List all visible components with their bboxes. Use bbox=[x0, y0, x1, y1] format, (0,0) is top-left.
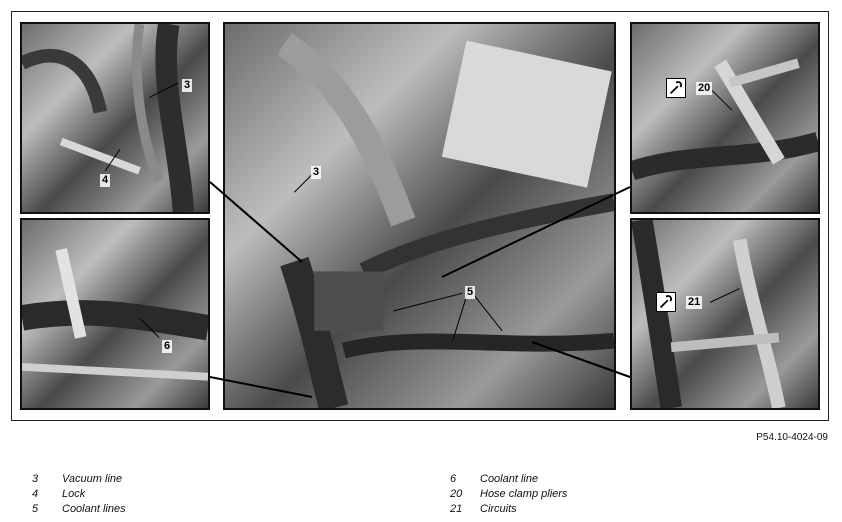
callout-4: 4 bbox=[100, 174, 111, 187]
legend-number: 3 bbox=[32, 473, 39, 485]
engine-detail-graphic bbox=[22, 24, 195, 212]
callout-3: 3 bbox=[182, 79, 193, 92]
legend-right: 6 Coolant line 20 Hose clamp pliers 21 C… bbox=[450, 472, 750, 517]
figure-frame: 3 4 6 3 5 bbox=[11, 11, 829, 421]
hose-clamp-pliers-graphic bbox=[632, 58, 818, 181]
photo-inset-bottom-right: 21 bbox=[630, 218, 820, 410]
callout-20: 20 bbox=[696, 82, 713, 95]
legend-number: 5 bbox=[32, 503, 39, 515]
legend-label: Vacuum line bbox=[62, 473, 123, 485]
legend-number: 6 bbox=[450, 473, 457, 485]
legend-item: 4 Lock bbox=[32, 487, 332, 502]
legend-item: 6 Coolant line bbox=[450, 472, 750, 487]
legend-label: Coolant line bbox=[480, 473, 539, 485]
callout-3: 3 bbox=[311, 166, 322, 179]
legend-label: Hose clamp pliers bbox=[480, 488, 568, 500]
legend-item: 20 Hose clamp pliers bbox=[450, 487, 750, 502]
legend-item: 5 Coolant lines bbox=[32, 502, 332, 517]
coolant-line-graphic bbox=[22, 248, 208, 381]
circuits-graphic bbox=[632, 220, 786, 408]
legend-number: 4 bbox=[32, 488, 39, 500]
callout-6: 6 bbox=[162, 340, 173, 353]
legend-item: 21 Circuits bbox=[450, 502, 750, 517]
legend-label: Circuits bbox=[480, 503, 517, 515]
tool-icon bbox=[656, 292, 676, 312]
callout-21: 21 bbox=[686, 296, 703, 309]
figure-reference: P54.10-4024-09 bbox=[756, 432, 828, 443]
photo-inset-top-right: 20 bbox=[630, 22, 820, 214]
photo-main: 3 5 bbox=[223, 22, 616, 410]
legend-label: Lock bbox=[62, 488, 86, 500]
photo-inset-bottom-left: 6 bbox=[20, 218, 210, 410]
legend-label: Coolant lines bbox=[62, 503, 126, 515]
tool-icon bbox=[666, 78, 686, 98]
photo-inset-top-left: 3 4 bbox=[20, 22, 210, 214]
legend-item: 3 Vacuum line bbox=[32, 472, 332, 487]
engine-overview-graphic bbox=[277, 33, 614, 408]
legend-number: 21 bbox=[450, 503, 463, 515]
callout-5: 5 bbox=[465, 286, 476, 299]
legend-number: 20 bbox=[450, 488, 463, 500]
legend-left: 3 Vacuum line 4 Lock 5 Coolant lines bbox=[32, 472, 332, 517]
